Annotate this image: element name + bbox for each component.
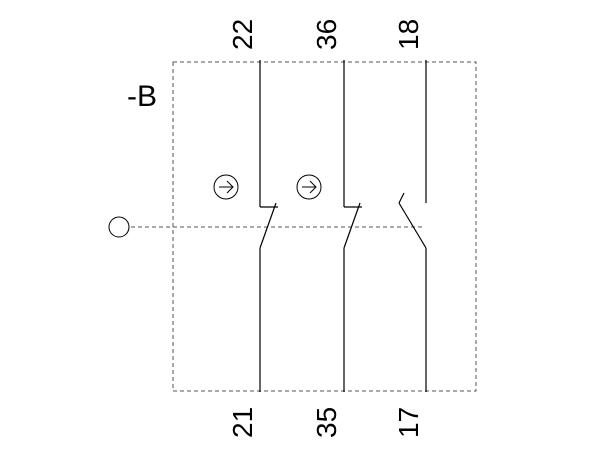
positive-opening-icon [296, 174, 322, 200]
terminal-label-bottom-2: 35 [311, 407, 342, 438]
contact-17-18-blade-hook [398, 192, 405, 204]
actuator-circle [108, 216, 130, 238]
terminal-label-bottom-3: 17 [393, 407, 424, 438]
contact-17-18-blade [398, 202, 427, 249]
terminal-label-bottom-1: 21 [227, 407, 258, 438]
device-label: -B [127, 80, 157, 113]
terminal-label-top-2: 36 [311, 19, 342, 50]
terminal-label-top-3: 18 [393, 19, 424, 50]
contact-35-36 [296, 60, 362, 392]
contact-21-22 [213, 60, 278, 392]
contact-17-18 [398, 60, 427, 392]
terminal-label-top-1: 22 [227, 19, 258, 50]
contact-21-22-blade [259, 202, 277, 249]
contact-35-36-blade [343, 202, 361, 249]
positive-opening-icon [213, 174, 239, 200]
